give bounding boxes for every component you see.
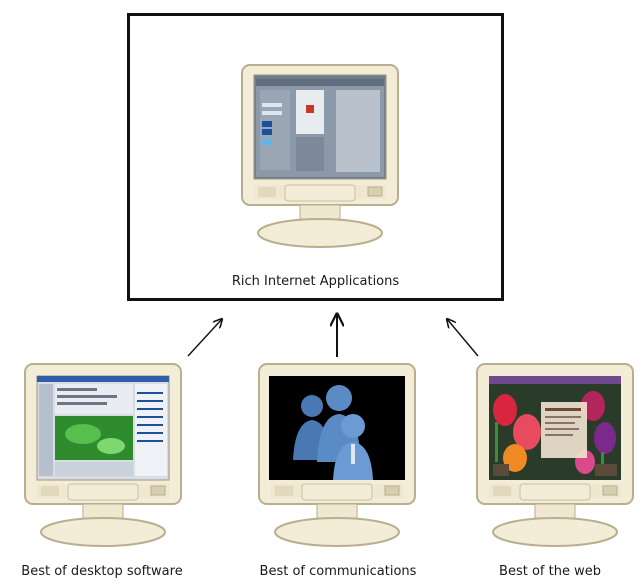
people-silhouettes-icon: [293, 385, 373, 480]
web-label: Best of the web: [499, 564, 601, 579]
center-monitor: [240, 63, 400, 253]
monitor-icon: [24, 363, 182, 547]
rich-internet-applications-box: Rich Internet Applications: [127, 13, 504, 301]
desktop-monitor: [23, 362, 183, 552]
communications-monitor: [257, 362, 417, 552]
arrow-desktop: [187, 319, 222, 357]
monitor-icon: [241, 64, 399, 248]
center-label: Rich Internet Applications: [231, 274, 400, 289]
communications-label: Best of communications: [259, 564, 417, 579]
monitor-icon: [258, 363, 416, 547]
web-monitor: [475, 362, 635, 552]
monitor-icon: [476, 363, 634, 547]
desktop-label: Best of desktop software: [21, 564, 183, 579]
arrow-web: [447, 319, 479, 357]
